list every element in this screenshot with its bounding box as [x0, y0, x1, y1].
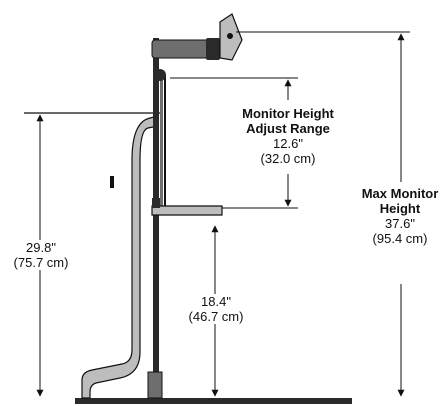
label-max-monitor-title-2: Height: [379, 201, 421, 216]
label-max-monitor-imperial: 37.6": [385, 216, 415, 231]
keyboard-tray: [151, 205, 223, 216]
floor-base: [75, 398, 352, 404]
label-keyboard-height: 18.4" (46.7 cm): [180, 294, 252, 324]
label-monitor-adjust-imperial: 12.6": [273, 136, 303, 151]
label-desk-height-metric: (75.7 cm): [13, 255, 69, 270]
label-keyboard-height-metric: (46.7 cm): [188, 309, 244, 324]
mast-rail-inner: [164, 74, 166, 208]
monitor-arm: [151, 39, 215, 59]
label-desk-height: 29.8" (75.7 cm): [4, 240, 78, 270]
label-max-monitor-height: Max Monitor Height 37.6" (95.4 cm): [352, 186, 447, 246]
mast-rail: [160, 74, 163, 208]
height-knob: [154, 69, 166, 81]
desk-profile: [81, 115, 159, 399]
monitor-arm-joint: [206, 38, 220, 60]
label-max-monitor-title-1: Max Monitor: [361, 186, 439, 201]
label-monitor-adjust-metric: (32.0 cm): [260, 151, 316, 166]
label-monitor-adjust-title-1: Monitor Height: [242, 106, 334, 121]
label-desk-height-imperial: 29.8": [26, 240, 56, 255]
label-monitor-adjust-title-2: Adjust Range: [246, 121, 330, 136]
label-monitor-adjust-range: Monitor Height Adjust Range 12.6" (32.0 …: [226, 106, 350, 166]
vesa-hole: [227, 33, 233, 39]
desk-foot-cap: [110, 176, 114, 188]
keyboard-tray-bracket: [152, 198, 160, 208]
mast-base-bracket: [147, 371, 163, 399]
label-keyboard-height-imperial: 18.4": [201, 294, 231, 309]
label-max-monitor-metric: (95.4 cm): [372, 231, 428, 246]
mast: [153, 38, 159, 398]
